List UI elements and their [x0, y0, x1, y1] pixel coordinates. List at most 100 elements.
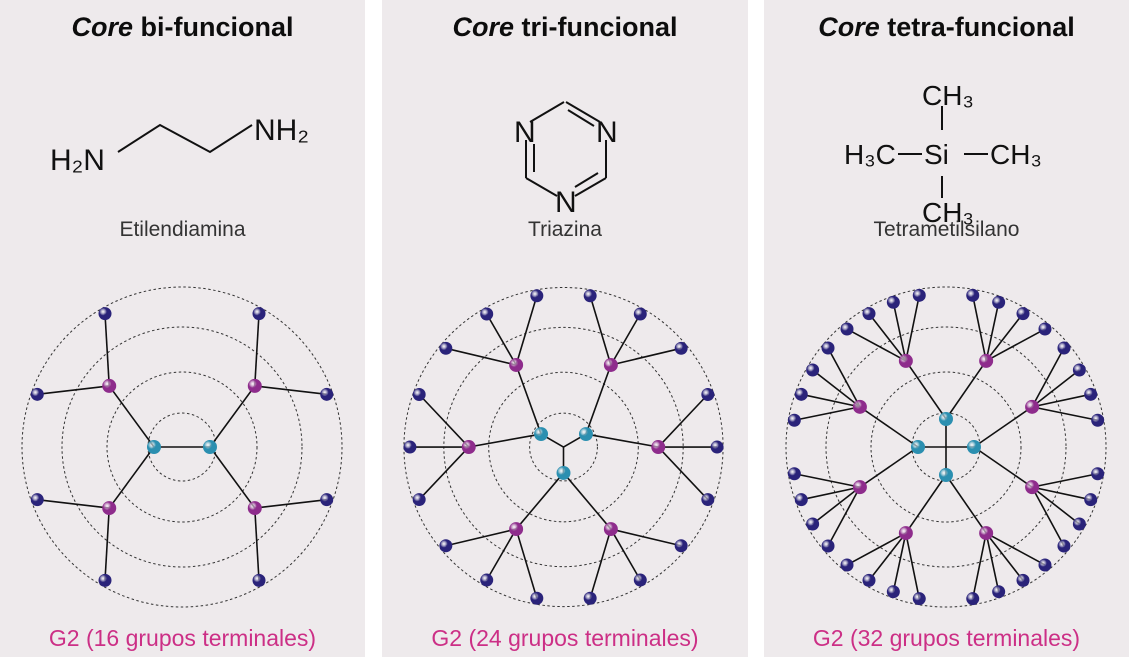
bond — [945, 360, 987, 420]
terminal-node — [1016, 573, 1030, 587]
bond — [108, 446, 155, 509]
terminal-node — [794, 387, 808, 401]
bond — [610, 528, 682, 547]
bond — [794, 406, 861, 422]
generation-node — [247, 501, 262, 516]
terminal-node — [912, 592, 926, 606]
generation-node — [979, 526, 994, 541]
bond — [892, 532, 907, 592]
bond — [985, 532, 1000, 592]
generation-node — [898, 526, 913, 541]
tetramethylsilane-structure: CH₃ H₃C Si CH₃ CH₃ — [844, 80, 1042, 228]
bond — [418, 446, 470, 501]
terminal-node — [1057, 539, 1071, 553]
bond — [868, 313, 907, 362]
terminal-node — [403, 440, 417, 454]
terminal-node — [862, 573, 876, 587]
bond — [657, 446, 709, 501]
molecule-name: Etilendiamina — [119, 218, 246, 241]
dendrimer-diagram — [21, 286, 343, 608]
methyl-left-label: H₃C — [844, 139, 896, 170]
generation-node — [1025, 399, 1040, 414]
panel-trifunctional: Core tri-funcional N N N Triazina G2 (24… — [382, 0, 748, 657]
generation-node — [461, 440, 476, 455]
bond — [905, 532, 921, 599]
terminal-node — [821, 341, 835, 355]
panel-tetrafunctional: Core tetra-funcional CH₃ H₃C Si CH₃ CH₃ … — [764, 0, 1129, 657]
bond — [1031, 472, 1098, 488]
bond — [486, 313, 517, 366]
terminal-node — [583, 289, 597, 303]
terminal-node — [1084, 387, 1098, 401]
bond — [973, 406, 1033, 448]
core-node — [534, 427, 549, 442]
bond — [846, 532, 907, 566]
terminal-node — [98, 573, 112, 587]
ethylenediamine-structure: H₂N NH₂ — [50, 114, 309, 177]
generation-caption: G2 (24 grupos terminales) — [431, 625, 699, 651]
dashed-ring — [785, 286, 1107, 608]
terminal-node — [840, 558, 854, 572]
dashed-ring — [488, 371, 639, 523]
generation-caption: G2 (16 grupos terminales) — [48, 625, 317, 651]
amine-right-label: NH₂ — [254, 114, 309, 147]
terminal-node — [252, 573, 266, 587]
terminal-node — [320, 493, 334, 507]
bond — [253, 508, 260, 581]
bond — [985, 532, 1024, 581]
terminal-node — [1072, 363, 1086, 377]
bond — [468, 433, 542, 448]
terminal-node — [806, 517, 820, 531]
bond — [610, 347, 682, 366]
terminal-node — [1016, 307, 1030, 321]
bond — [801, 393, 861, 408]
bond — [515, 364, 542, 435]
methyl-right-label: CH₃ — [990, 139, 1042, 170]
nitrogen-label: N — [555, 186, 577, 219]
bond — [104, 313, 111, 386]
bond — [209, 385, 256, 448]
bond — [1031, 369, 1080, 408]
terminal-node — [1072, 517, 1086, 531]
bond-lines — [794, 295, 1098, 599]
bond — [846, 328, 907, 362]
generation-node — [651, 440, 666, 455]
dendrimer-diagram — [785, 286, 1107, 608]
bond — [905, 360, 947, 420]
dashed-ring — [529, 412, 598, 482]
bond — [585, 364, 612, 435]
bond — [812, 369, 861, 408]
bond — [945, 474, 987, 534]
terminal-node — [30, 387, 44, 401]
bond — [859, 446, 919, 488]
bond — [515, 295, 538, 366]
terminal-node — [320, 387, 334, 401]
bond — [801, 486, 861, 501]
generation-node — [102, 378, 117, 393]
core-node — [939, 412, 953, 426]
bond — [1031, 406, 1098, 422]
nitrogen-label: N — [596, 116, 618, 149]
terminal-node — [1038, 558, 1052, 572]
dendrimer-diagram — [403, 286, 724, 608]
terminal-node — [840, 322, 854, 336]
bond — [1031, 486, 1080, 525]
bond — [37, 385, 110, 396]
terminal-node — [1038, 322, 1052, 336]
terminal-node — [633, 573, 647, 587]
bond — [1031, 486, 1065, 547]
terminal-node — [992, 295, 1006, 309]
bond — [892, 302, 907, 362]
panel-title: Core tri-funcional — [452, 12, 678, 42]
terminal-node — [787, 413, 801, 427]
generation-caption: G2 (32 grupos terminales) — [812, 625, 1081, 651]
bond — [445, 528, 517, 547]
generation-node — [852, 480, 867, 495]
generation-node — [509, 522, 524, 537]
bond — [108, 385, 155, 448]
bond — [104, 508, 111, 581]
terminal-node — [862, 307, 876, 321]
methyl-bottom-label: CH₃ — [922, 197, 974, 228]
terminal-node — [480, 307, 494, 321]
bond — [515, 528, 538, 599]
